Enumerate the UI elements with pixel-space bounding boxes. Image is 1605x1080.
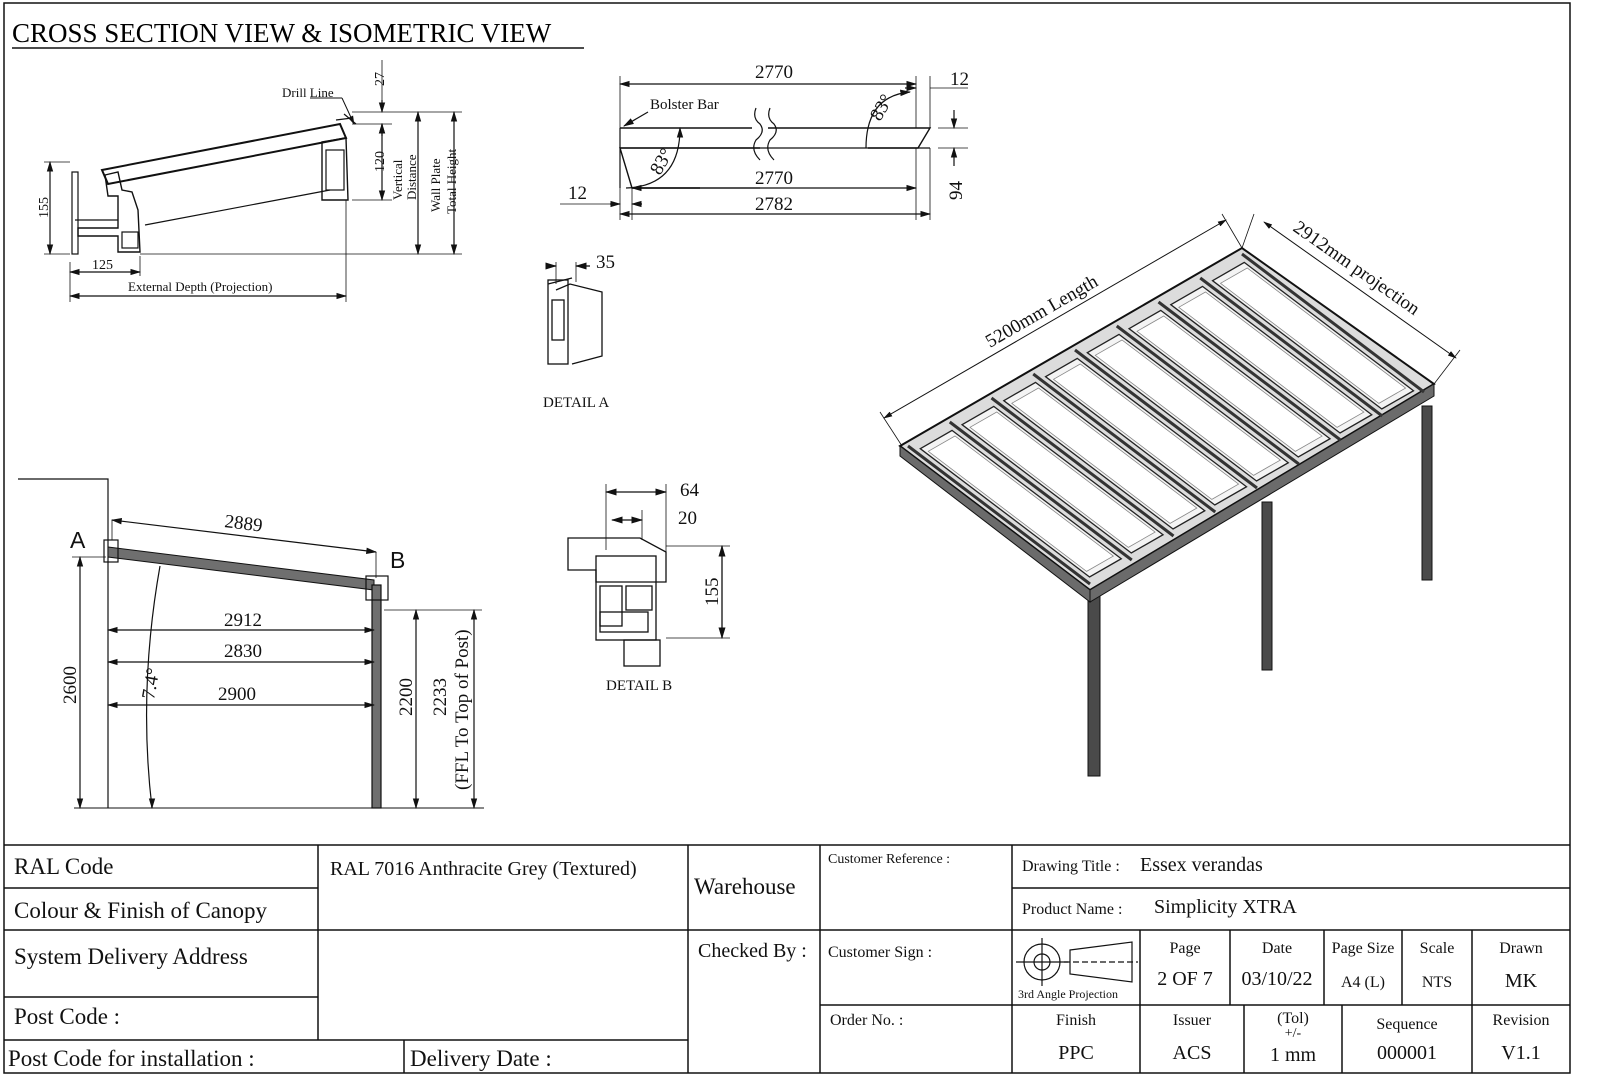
vertical-distance-label-1: Vertical (390, 159, 405, 200)
rafter-dim-12-top: 12 (950, 69, 969, 90)
dim-2912: 2912 (224, 610, 262, 631)
dim-2200: 2200 (396, 678, 417, 716)
label-a: A (70, 527, 86, 553)
detail-a-label: DETAIL A (543, 395, 609, 411)
detail-b-drawing (567, 484, 730, 667)
rafter-dim-bottom: 2782 (755, 194, 793, 215)
rafter-dim-mid: 2770 (755, 168, 793, 189)
dim-155-cross: 155 (37, 197, 52, 218)
cross-section-view (44, 60, 462, 302)
detail-b-label: DETAIL B (606, 678, 672, 694)
label-b: B (390, 547, 405, 573)
wall-plate-label-1: Wall Plate (428, 158, 443, 212)
rafter-view (560, 76, 968, 220)
glazing-panel-inner (927, 435, 1115, 572)
detail-a-drawing (545, 262, 603, 365)
rafter-dim-94: 94 (946, 181, 967, 201)
detail-b-text: 64 20 155 DETAIL B (606, 480, 723, 694)
dim-2900: 2900 (218, 684, 256, 705)
detail-a-dim-35: 35 (596, 252, 615, 273)
title-block-grid (4, 844, 1570, 1073)
ffl-label: (FFL To Top of Post) (452, 629, 473, 790)
dim-2830: 2830 (224, 641, 262, 662)
glazing-bar (948, 420, 1133, 562)
glazing-panels (907, 252, 1425, 586)
dim-125: 125 (92, 258, 113, 273)
vertical-distance-label-2: Distance (404, 154, 419, 200)
isometric-view (879, 213, 1461, 777)
detail-b-dim-20: 20 (678, 508, 697, 529)
external-depth-label: External Depth (Projection) (128, 279, 272, 294)
sheet-border (3, 2, 1571, 1074)
dim-2600: 2600 (60, 666, 81, 704)
drill-line-label: Drill Line (282, 85, 334, 100)
rafter-dim-top: 2770 (755, 62, 793, 83)
side-elevation-text: A B 2889 2912 2830 2900 7.4° 2600 2200 2… (60, 511, 473, 790)
glazing-bar (990, 396, 1175, 538)
wall-plate-label-2: Total Height (444, 148, 459, 214)
dim-2233: 2233 (430, 678, 451, 716)
cross-section-text: Drill Line 27 120 Vertical Distance Wall… (37, 72, 459, 294)
detail-b-dim-155: 155 (702, 578, 723, 607)
rafter-dim-12-left: 12 (568, 183, 587, 204)
glazing-bar (907, 444, 1091, 586)
dim-27: 27 (373, 72, 388, 86)
dim-120: 120 (373, 151, 388, 172)
detail-b-dim-64: 64 (680, 480, 700, 501)
dim-2889: 2889 (223, 511, 263, 536)
side-elevation (18, 478, 484, 810)
sheet-title: CROSS SECTION VIEW & ISOMETRIC VIEW (12, 18, 552, 48)
bolster-bar-label: Bolster Bar (650, 97, 719, 113)
third-angle-projection-symbol (1016, 938, 1138, 986)
detail-a-text: 35 DETAIL A (543, 252, 615, 411)
